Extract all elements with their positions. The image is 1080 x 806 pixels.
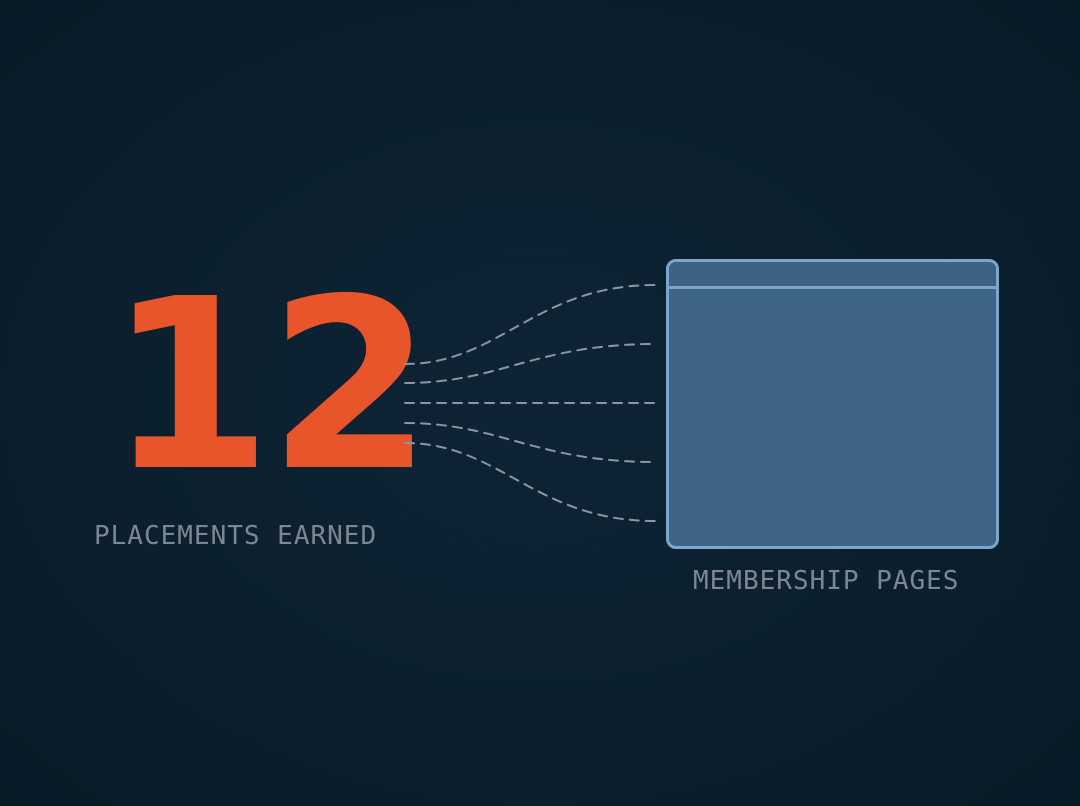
connector-line-2 (404, 343, 656, 384)
connector-line-4 (404, 422, 656, 463)
connector-line-5 (404, 442, 656, 522)
membership-pages-label: MEMBERSHIP PAGES (693, 566, 960, 596)
connector-line-1 (404, 284, 656, 365)
placements-count: 12 (108, 248, 432, 523)
placements-label: PLACEMENTS EARNED (94, 521, 378, 551)
window-title-bar (669, 262, 996, 289)
browser-window-icon (666, 259, 999, 549)
